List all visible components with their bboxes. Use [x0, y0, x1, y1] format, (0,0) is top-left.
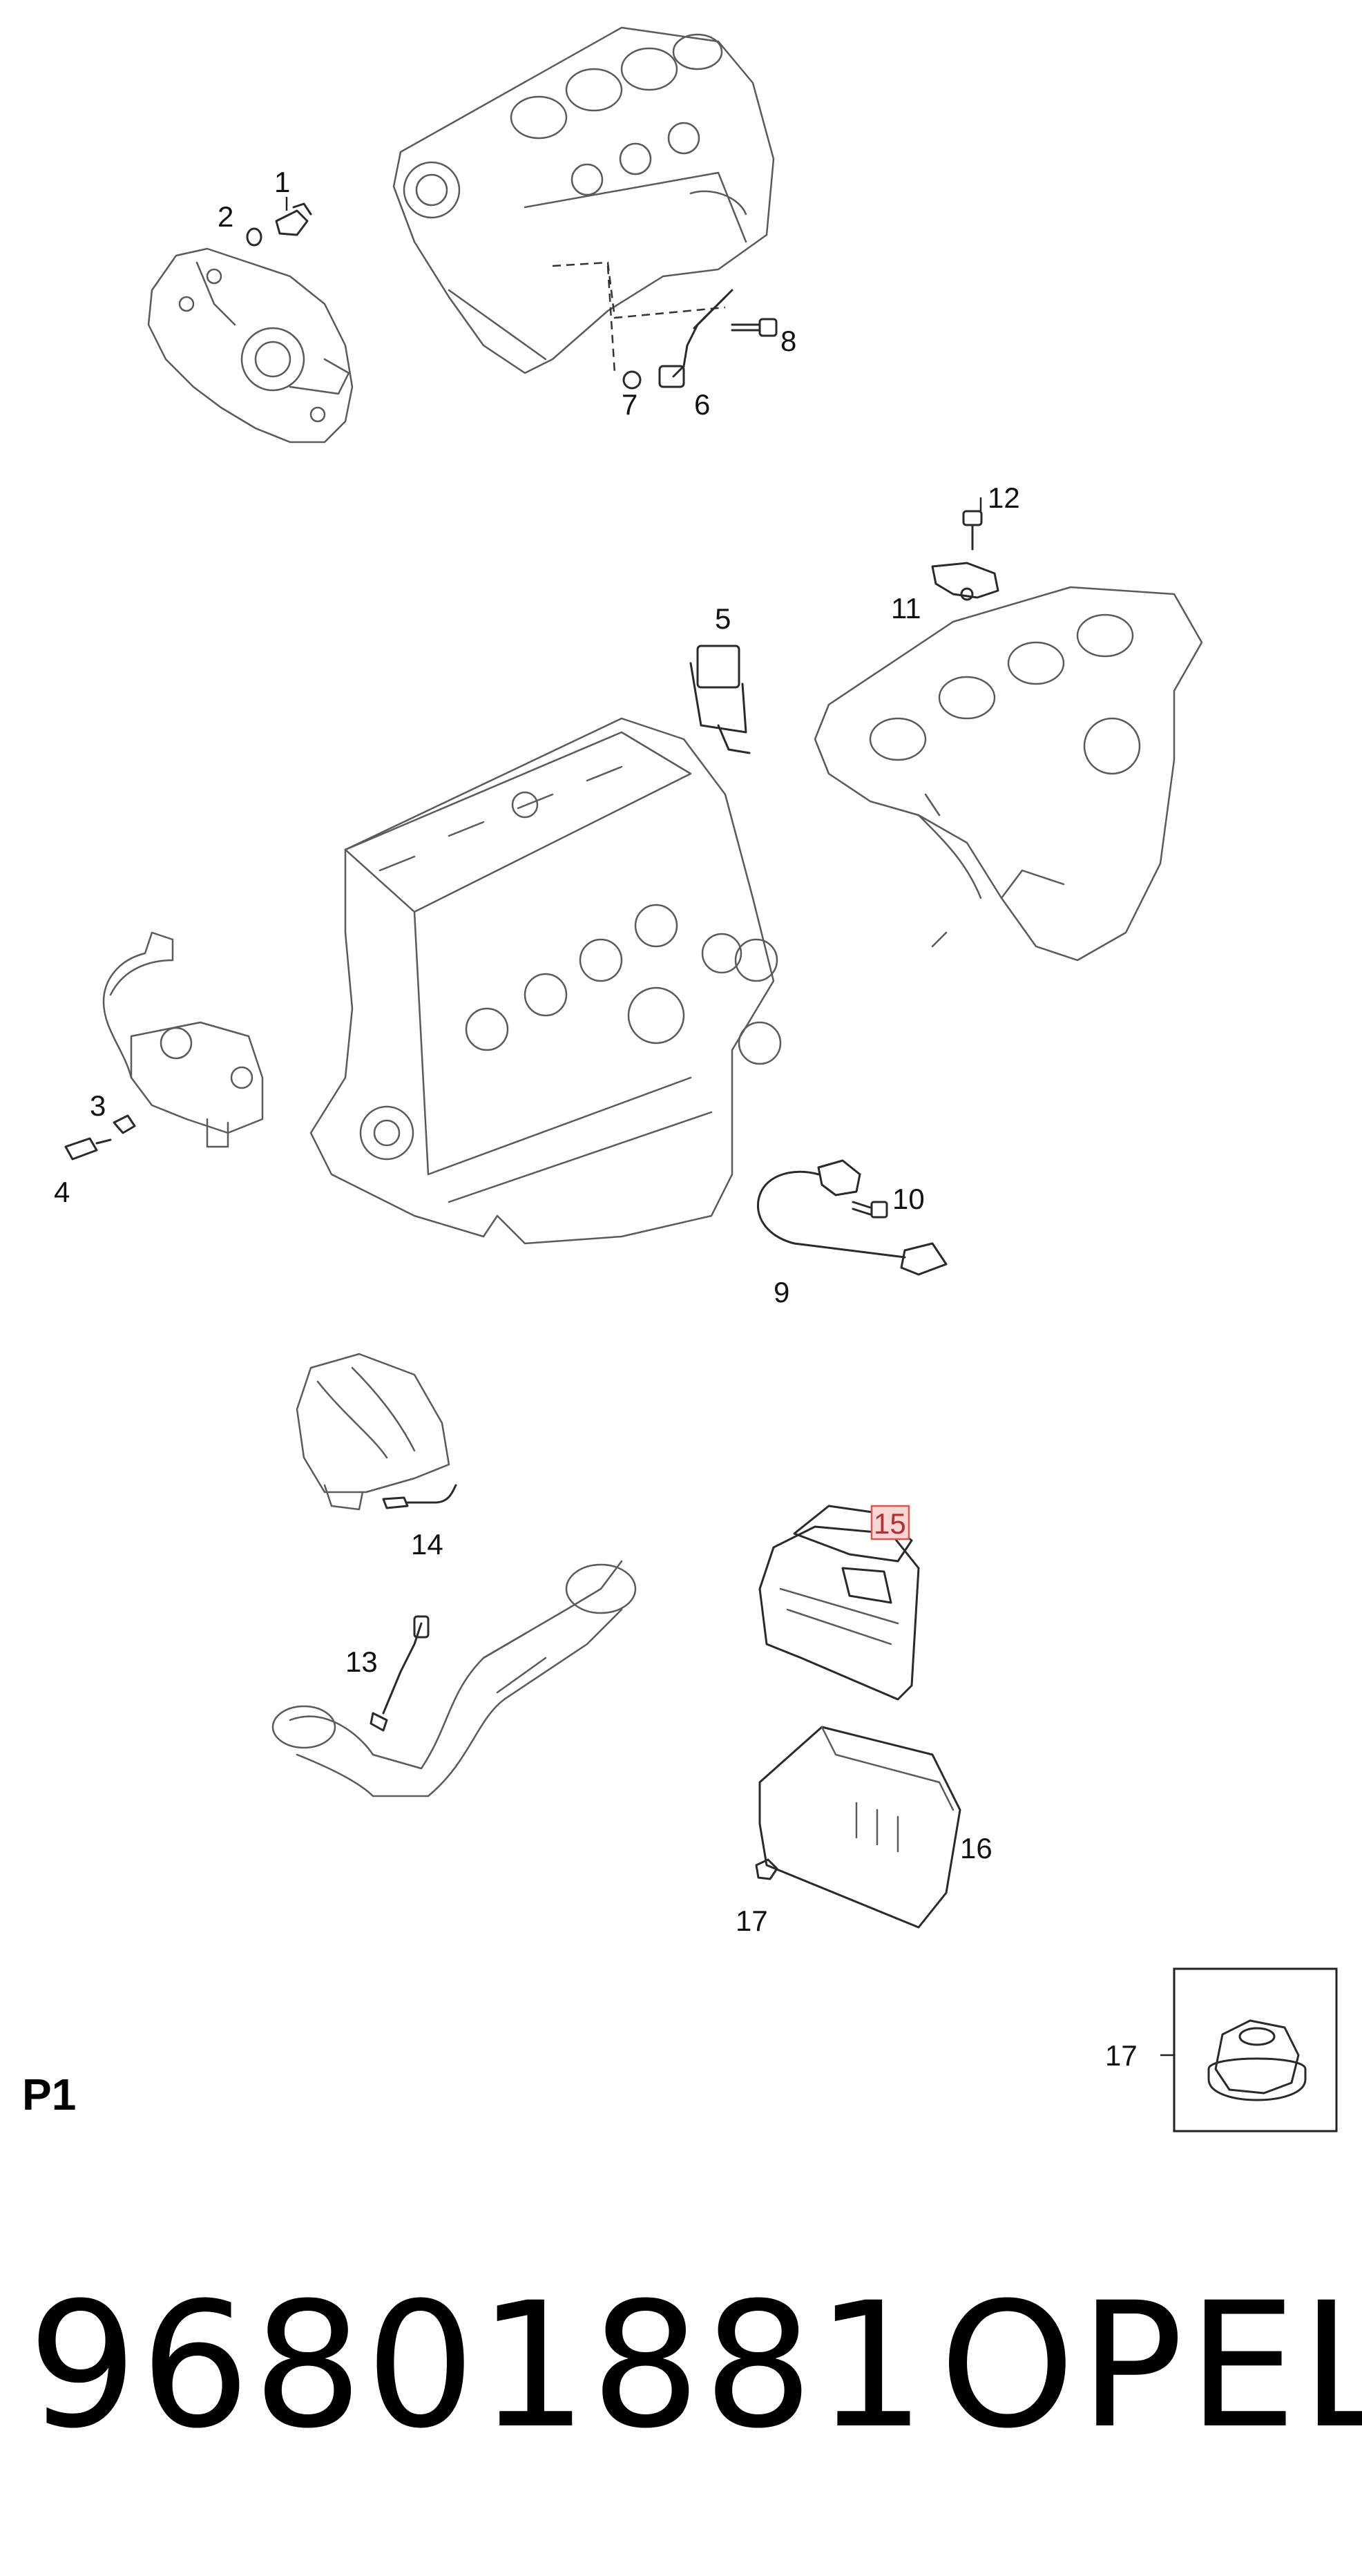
callout-14: 14	[411, 1528, 443, 1561]
callout-17: 17	[736, 1905, 768, 1937]
engine-block-top	[392, 26, 775, 374]
callout-3: 3	[90, 1089, 106, 1122]
callout-12: 12	[988, 481, 1020, 514]
callout-1: 1	[274, 166, 290, 198]
sensor-4	[64, 1137, 112, 1161]
oil-pressure-switch	[275, 202, 312, 236]
washer-7	[622, 370, 642, 390]
camshaft-position-sensor-11	[931, 562, 999, 601]
callout-9: 9	[774, 1276, 789, 1308]
ecu-bracket-16	[758, 1726, 961, 1929]
oxygen-sensor-13	[370, 1615, 430, 1732]
callout-15: 15	[874, 1507, 906, 1540]
intake-manifold	[814, 586, 1203, 962]
coolant-temp-sensor-6	[658, 289, 733, 388]
callout-8: 8	[780, 325, 796, 357]
callout-16: 16	[960, 1832, 992, 1864]
oil-pump-housing	[147, 247, 354, 443]
callout-13: 13	[345, 1645, 378, 1678]
bolt-12	[962, 510, 983, 551]
callout-6: 6	[694, 388, 710, 421]
ignition-coil-5	[689, 645, 751, 754]
thermostat-housing	[102, 931, 264, 1148]
brand-name: OPEL	[939, 2265, 1362, 2466]
bolt-10	[852, 1201, 888, 1219]
callout-17-detail: 17	[1105, 2039, 1138, 2072]
leader-lines	[285, 197, 1174, 2057]
page-label: P1	[22, 2070, 77, 2119]
knock-sensor-9	[756, 1159, 948, 1276]
callout-2: 2	[218, 200, 233, 233]
nut-detail-box	[1173, 1967, 1338, 2133]
sensor-3	[113, 1114, 136, 1134]
callout-11: 11	[891, 592, 921, 624]
sealing-ring-2	[246, 227, 262, 247]
engine-control-module-15	[758, 1505, 920, 1701]
engine-assembly	[309, 717, 782, 1245]
nut-17	[755, 1858, 778, 1880]
callout-4: 4	[54, 1176, 70, 1208]
callout-5: 5	[715, 602, 731, 635]
bolt-8	[731, 318, 778, 337]
exhaust-pipe	[271, 1560, 637, 1797]
callout-7: 7	[622, 388, 637, 421]
oxygen-sensor-14	[382, 1484, 457, 1509]
callout-15-highlight	[870, 1505, 910, 1540]
exhaust-manifold	[296, 1353, 450, 1511]
callout-10: 10	[892, 1183, 925, 1215]
part-number: 96801881	[28, 2265, 929, 2466]
